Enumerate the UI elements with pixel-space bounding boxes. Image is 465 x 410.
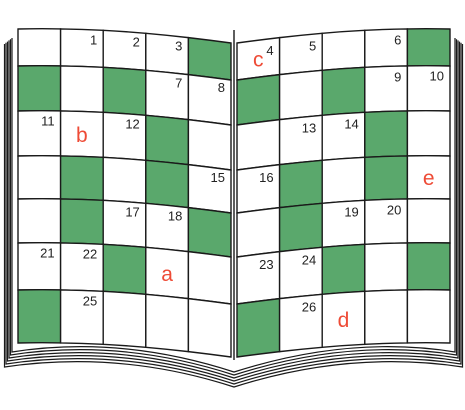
- clue-number: 2: [133, 35, 140, 50]
- grid-cell-blocked: [237, 299, 280, 357]
- clue-number: 23: [259, 257, 273, 272]
- clue-number: 20: [387, 202, 401, 217]
- clue-number: 19: [344, 205, 358, 220]
- grid-cell[interactable]: [407, 290, 450, 343]
- grid-cell[interactable]: [18, 156, 61, 199]
- grid-cell-blocked: [103, 67, 146, 115]
- grid-cell-blocked: [407, 243, 450, 290]
- grid-cell-blocked: [61, 199, 104, 244]
- grid-cell[interactable]: [146, 294, 189, 351]
- answer-letter: c: [253, 49, 264, 72]
- clue-number: 15: [211, 170, 225, 185]
- grid-cell-blocked: [61, 156, 104, 200]
- clue-number: 10: [430, 69, 444, 84]
- grid-cell[interactable]: [18, 29, 61, 66]
- clue-number: 1: [90, 32, 97, 47]
- grid-cell[interactable]: [103, 157, 146, 203]
- clue-number: 16: [259, 170, 273, 185]
- grid-cell[interactable]: [237, 120, 280, 170]
- grid-cell[interactable]: [407, 199, 450, 243]
- grid-cell[interactable]: [18, 199, 61, 243]
- grid-cell-blocked: [146, 160, 189, 207]
- clue-number: 12: [125, 117, 139, 132]
- grid-cell[interactable]: [103, 291, 146, 347]
- grid-cell[interactable]: [365, 290, 408, 344]
- grid-cell[interactable]: [407, 111, 450, 156]
- answer-letter: d: [338, 309, 350, 332]
- clue-number: 24: [302, 252, 316, 267]
- grid-cell-blocked: [280, 203, 323, 251]
- grid-cell-blocked: [188, 38, 231, 80]
- grid-cell[interactable]: [322, 30, 365, 70]
- clue-number: 26: [302, 299, 316, 314]
- clue-number: 13: [302, 120, 316, 135]
- clue-number: 21: [40, 246, 54, 261]
- answer-letter: b: [76, 124, 88, 147]
- grid-cell[interactable]: [322, 157, 365, 203]
- clue-number: 7: [175, 75, 182, 90]
- left-page: [18, 29, 231, 357]
- clue-number: 8: [218, 80, 225, 95]
- grid-cell-blocked: [322, 67, 365, 115]
- clue-number: 5: [309, 38, 316, 53]
- grid-cell[interactable]: [61, 66, 104, 112]
- clue-number: 6: [394, 32, 401, 47]
- clue-number: 11: [41, 114, 55, 129]
- clue-number: 25: [83, 293, 97, 308]
- grid-cell[interactable]: [365, 243, 408, 291]
- clue-number: 18: [168, 208, 182, 223]
- grid-cell-blocked: [280, 160, 323, 207]
- clue-number: 22: [83, 246, 97, 261]
- answer-letter: a: [161, 263, 173, 286]
- clue-number: 4: [266, 43, 273, 58]
- grid-cell[interactable]: [280, 70, 323, 119]
- grid-cell[interactable]: [188, 299, 231, 357]
- grid-cell-blocked: [407, 29, 450, 66]
- answer-letter: e: [423, 167, 435, 190]
- grid-cell-blocked: [322, 244, 365, 294]
- grid-cell-blocked: [365, 156, 408, 200]
- grid-cell[interactable]: [188, 120, 231, 170]
- grid-cell-blocked: [103, 244, 146, 294]
- grid-cell-blocked: [18, 290, 61, 343]
- grid-cell-blocked: [188, 208, 231, 257]
- grid-cell[interactable]: [237, 208, 280, 257]
- grid-cell-blocked: [237, 75, 280, 125]
- clue-number: 3: [175, 38, 182, 53]
- grid-cell-blocked: [146, 115, 189, 164]
- grid-cell[interactable]: [188, 252, 231, 304]
- clue-number: 14: [344, 117, 358, 132]
- clue-number: 17: [125, 205, 139, 220]
- grid-cell-blocked: [18, 66, 61, 111]
- clue-number: 9: [394, 69, 401, 84]
- grid-cell-blocked: [365, 111, 408, 157]
